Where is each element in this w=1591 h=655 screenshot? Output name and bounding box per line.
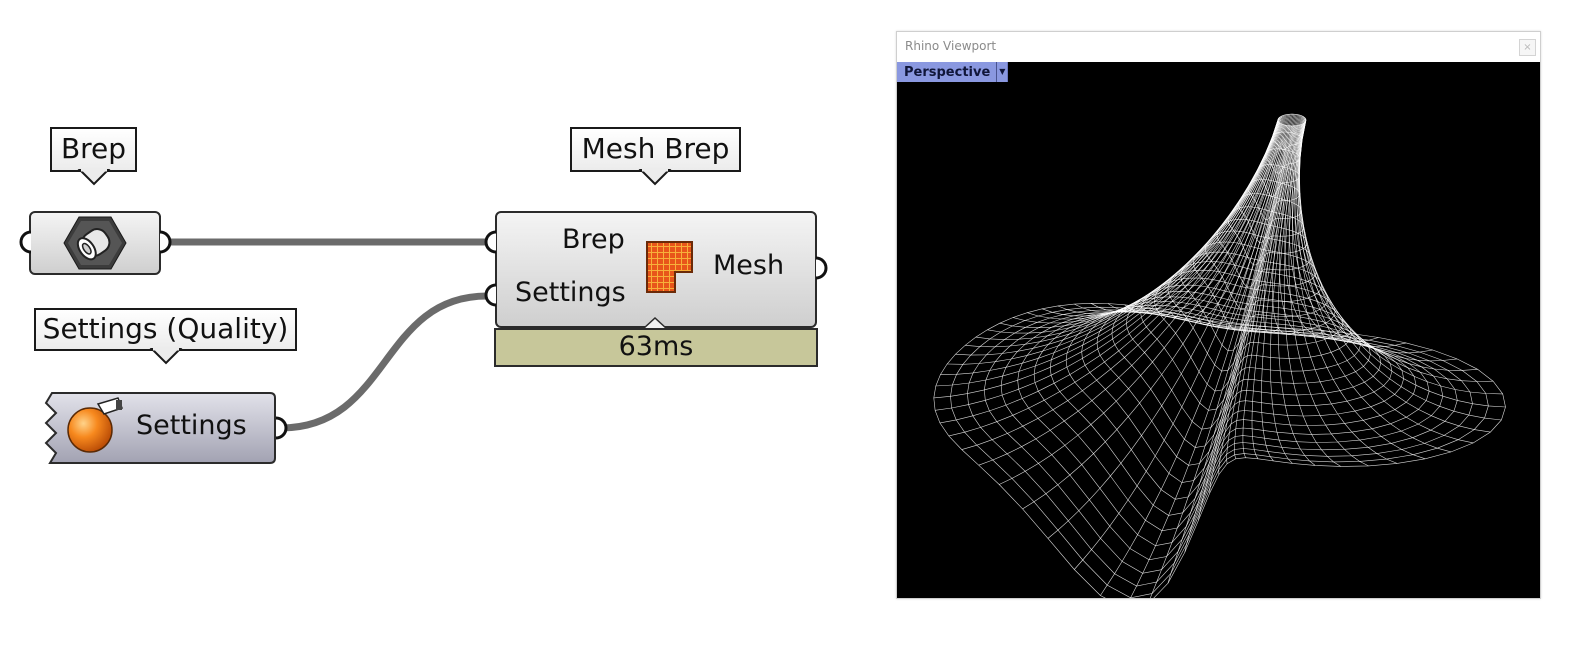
wireframe-meridian (1294, 116, 1433, 354)
wireframe-meridian (955, 119, 1279, 356)
close-icon[interactable]: × (1519, 39, 1536, 56)
orange-sphere-icon (67, 397, 123, 453)
wireframe-meridian (1057, 115, 1283, 315)
wireframe-meridian (1226, 125, 1297, 464)
wireframe-meridian (1184, 114, 1292, 323)
view-name-label: Perspective (904, 64, 991, 80)
wireframe-meridian (999, 124, 1283, 485)
wireframe-meridian (1279, 115, 1326, 337)
wireframe-meridian (1283, 123, 1341, 467)
wireframe-meridian (1218, 125, 1296, 475)
wireframe-meridian (1296, 117, 1458, 362)
mesh-brep-input-grip-settings[interactable] (484, 283, 498, 307)
wireframe-meridian (1107, 114, 1286, 313)
wireframe-meridian (1184, 125, 1292, 553)
wireframe-meridian (940, 120, 1279, 375)
wireframe-meridian (1090, 115, 1285, 313)
wireframe-meridian (1226, 114, 1296, 330)
wireframe-meridian (1288, 116, 1379, 343)
settings-tooltip-arrow (149, 347, 183, 365)
mesh-brep-input-settings-label: Settings (515, 277, 626, 308)
view-dropdown-arrow-icon[interactable]: ▼ (996, 62, 1007, 82)
mesh-brep-tooltip-arrow (638, 168, 672, 186)
wireframe-meridian (1242, 125, 1299, 458)
settings-tooltip: Settings (Quality) (34, 308, 297, 351)
viewport-titlebar[interactable]: Rhino Viewport × (897, 32, 1540, 62)
wireframe-meridian (1263, 114, 1299, 334)
wireframe-meridian (1074, 115, 1284, 313)
wireframe-meridian (987, 117, 1280, 334)
brep-param-input-grip[interactable] (19, 230, 33, 254)
wireframe-meridian (961, 123, 1281, 450)
rhino-viewport-window[interactable]: Rhino Viewport × Perspective ▼ (896, 31, 1541, 599)
wireframe-meridian (1047, 124, 1285, 539)
viewport-title: Rhino Viewport (905, 39, 997, 53)
wireframe-meridian (1297, 120, 1474, 444)
wireframe-meridian (1288, 122, 1369, 467)
wireframe-meridian (1155, 114, 1290, 318)
wireframe-mesh-lines (933, 113, 1506, 598)
wireframe-meridian (1298, 118, 1494, 382)
mesh-brep-tooltip: Mesh Brep (570, 127, 741, 172)
wireframe-meridian (948, 122, 1281, 437)
wireframe-meridian (1074, 125, 1286, 570)
wireframe-meridian (1297, 117, 1478, 371)
wireframe-meridian (1198, 125, 1293, 521)
wireframe-meridian (1170, 114, 1291, 320)
wireframe-meridian (933, 121, 1279, 399)
view-name-tab[interactable]: Perspective ▼ (897, 62, 1009, 82)
wireframe-meridian (978, 123, 1282, 466)
brep-hexagon-icon (63, 216, 127, 270)
viewport-canvas[interactable]: Perspective ▼ (897, 62, 1540, 598)
mesh-brep-tooltip-label: Mesh Brep (581, 132, 730, 165)
wireframe-meridian (1298, 120, 1491, 433)
wireframe-meridian (1272, 115, 1302, 335)
wireframe-meridian (1209, 125, 1295, 494)
wireframe-meridian (1291, 116, 1407, 348)
wireframe-meridian (935, 122, 1280, 411)
mesh-grid-icon (646, 241, 693, 293)
wireframe-meridian (1252, 114, 1298, 333)
brep-tooltip-arrow (77, 168, 111, 186)
wireframe-meridian (999, 117, 1280, 329)
wireframe-meridian (1294, 122, 1426, 460)
wireframe-meridian (1292, 122, 1398, 464)
wireframe-meridian (1299, 119, 1506, 408)
wireframe-meridian (1150, 125, 1290, 598)
wireframe-meridian (1270, 124, 1302, 464)
wireframe-meridian (1239, 114, 1297, 331)
brep-param-output-grip[interactable] (158, 230, 172, 254)
wireframe-surface (933, 113, 1506, 598)
brep-tooltip-label: Brep (60, 132, 127, 165)
wireframe-meridian (1299, 119, 1502, 421)
mesh-brep-input-grip-brep[interactable] (484, 230, 498, 254)
wireframe-meridian (1198, 114, 1293, 325)
wireframe-meridian (1251, 124, 1300, 459)
settings-param-label: Settings (136, 410, 247, 441)
wireframe-meridian (1027, 116, 1281, 320)
wireframe-meridian (1042, 116, 1282, 317)
settings-param-output-grip[interactable] (274, 416, 288, 440)
wireframe-meridian (1261, 124, 1301, 462)
wire-settings-to-meshbrep[interactable] (280, 292, 488, 432)
brep-tooltip: Brep (50, 127, 137, 172)
wireframe-meridian (1284, 115, 1352, 339)
wireframe-meridian (1100, 125, 1287, 596)
wireframe-meridian (939, 122, 1280, 424)
wireframe-meridian (1012, 116, 1281, 324)
wires-layer (167, 238, 488, 432)
settings-tooltip-label: Settings (Quality) (42, 312, 289, 345)
mesh-brep-output-mesh-label: Mesh (713, 250, 785, 281)
wireframe-meridian (1130, 125, 1288, 598)
wireframe-meridian (1212, 114, 1295, 328)
mesh-brep-input-brep-label: Brep (562, 224, 625, 255)
mesh-brep-output-grip-mesh[interactable] (814, 256, 828, 280)
wireframe-ring (933, 302, 1506, 598)
mesh-brep-timer: 63ms (494, 328, 818, 367)
